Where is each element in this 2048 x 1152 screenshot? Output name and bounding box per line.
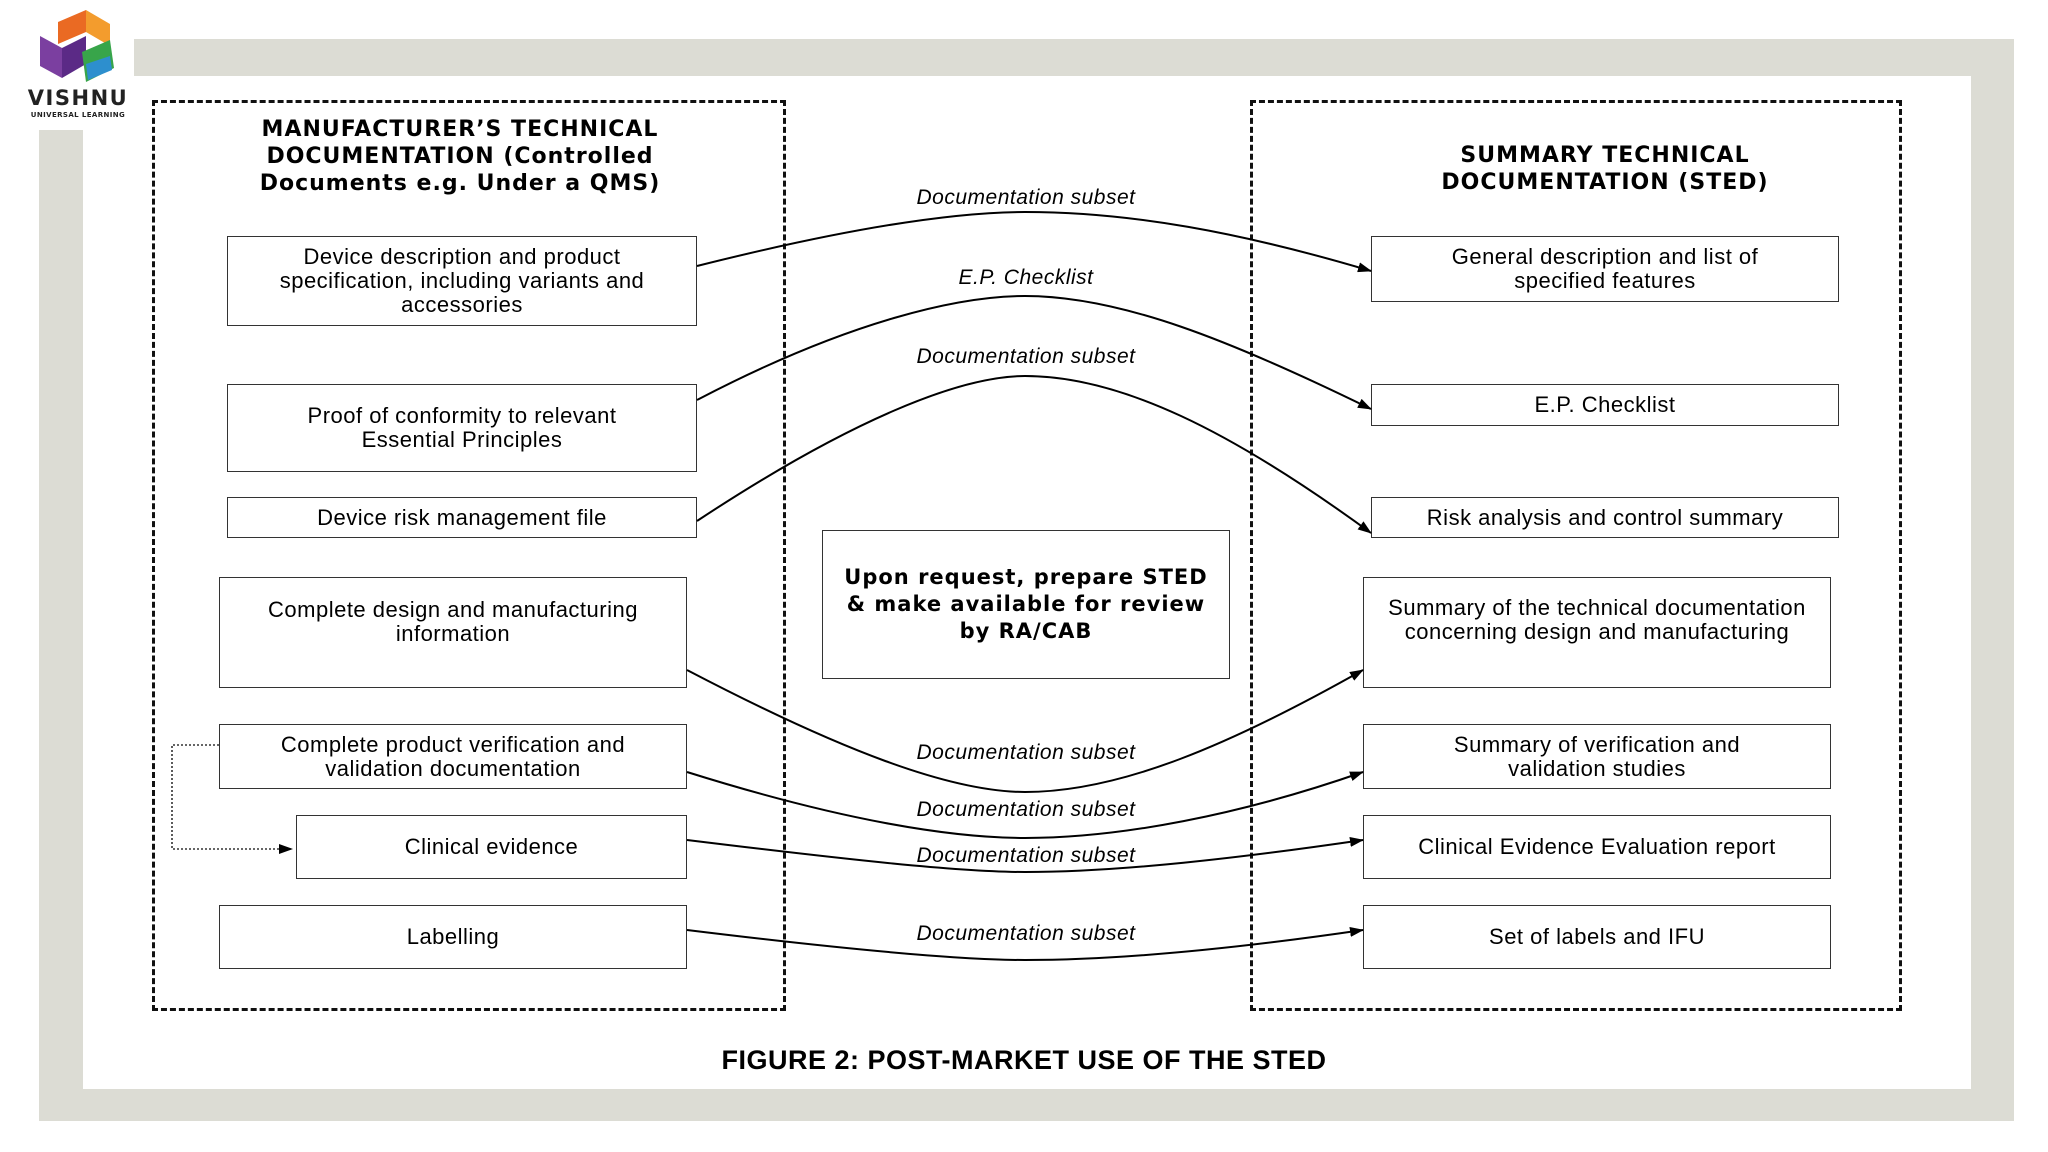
left-item-device-description: Device description and product specifica… — [227, 236, 697, 326]
arrow-device-description-to-general-description — [696, 210, 1372, 273]
arrow-labelling-to-labels-ifu — [686, 926, 1364, 962]
right-item-verification-summary: Summary of verification and validation s… — [1363, 724, 1831, 789]
right-dashed-panel — [1250, 100, 1902, 1011]
arrow-label-4: Documentation subset — [916, 741, 1136, 764]
arrow-verification-to-verification-summary — [686, 771, 1364, 840]
right-item-design-summary: Summary of the technical documentation c… — [1363, 577, 1831, 688]
arrow-risk-file-to-risk-analysis — [696, 374, 1372, 534]
right-item-risk-analysis: Risk analysis and control summary — [1371, 497, 1839, 538]
center-request-note: Upon request, prepare STED & make availa… — [822, 530, 1230, 679]
dotted-link-verification-to-clinical — [171, 744, 293, 854]
arrow-label-1: Documentation subset — [916, 186, 1136, 209]
arrow-label-5: Documentation subset — [916, 798, 1136, 821]
left-panel-heading: MANUFACTURER’S TECHNICAL DOCUMENTATION (… — [259, 117, 661, 196]
left-item-verification-validation: Complete product verification and valida… — [219, 724, 687, 789]
arrow-design-to-design-summary — [686, 669, 1364, 794]
right-item-clinical-evaluation-report: Clinical Evidence Evaluation report — [1363, 815, 1831, 879]
right-panel-heading: SUMMARY TECHNICAL DOCUMENTATION (STED) — [1441, 143, 1769, 195]
vishnu-logo: VISHNU UNIVERSAL LEARNING — [22, 6, 134, 130]
left-item-labelling: Labelling — [219, 905, 687, 969]
logo-wordmark: VISHNU — [27, 86, 129, 110]
left-dashed-panel — [152, 100, 786, 1011]
left-item-clinical-evidence: Clinical evidence — [296, 815, 687, 879]
arrow-label-3: Documentation subset — [916, 345, 1136, 368]
right-item-general-description: General description and list of specifie… — [1371, 236, 1839, 302]
right-item-labels-ifu: Set of labels and IFU — [1363, 905, 1831, 969]
logo-tagline: UNIVERSAL LEARNING — [30, 111, 126, 119]
left-item-proof-of-conformity: Proof of conformity to relevant Essentia… — [227, 384, 697, 472]
left-item-design-manufacturing: Complete design and manufacturing inform… — [219, 577, 687, 688]
figure-caption: FIGURE 2: POST-MARKET USE OF THE STED — [721, 1045, 1327, 1075]
arrow-label-7: Documentation subset — [916, 922, 1136, 945]
arrow-clinical-to-clinical-report — [686, 836, 1364, 874]
arrow-label-6: Documentation subset — [916, 844, 1136, 867]
left-item-risk-management-file: Device risk management file — [227, 497, 697, 538]
logo-mark-icon — [40, 10, 114, 82]
arrow-label-2: E.P. Checklist — [958, 266, 1094, 289]
arrow-proof-to-ep-checklist — [696, 294, 1372, 410]
